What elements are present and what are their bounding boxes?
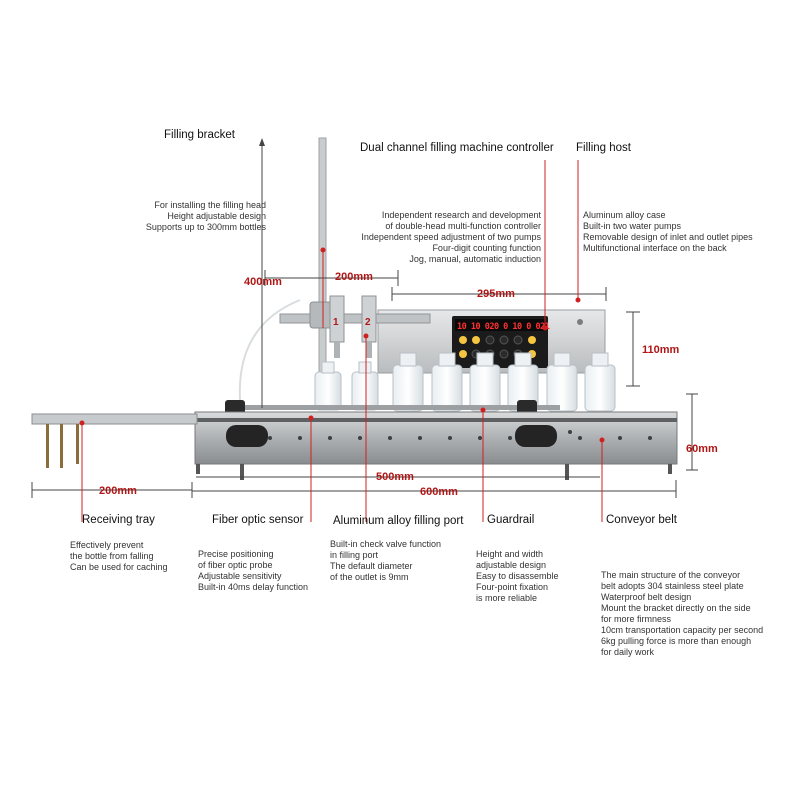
callout-line: Easy to disassemble (476, 571, 559, 581)
callout-line: of fiber optic probe (198, 560, 273, 570)
nozzle-label-1: 1 (333, 317, 339, 328)
display-readout-digits: 10 10 020 0 10 0 021 (457, 322, 550, 332)
callout-line: Waterproof belt design (601, 592, 692, 602)
filling-host-description: Aluminum alloy case Built-in two water p… (583, 210, 753, 254)
nozzle-label-2: 2 (365, 317, 371, 328)
dimension-overall-length: 600mm (420, 486, 458, 498)
filling-bracket-description: For installing the filling head Height a… (88, 200, 266, 233)
callout-line: of the outlet is 9mm (330, 572, 409, 582)
dimension-lines (31, 270, 698, 498)
conveyor-belt-description: The main structure of the conveyor belt … (601, 570, 763, 658)
conveyor-belt-title: Conveyor belt (606, 514, 677, 526)
callout-line: For installing the filling head (154, 200, 266, 210)
receiving-tray-description: Effectively prevent the bottle from fall… (70, 540, 168, 573)
controller-title: Dual channel filling machine controller (360, 142, 554, 154)
receiving-tray-title: Receiving tray (82, 514, 155, 526)
filling-nozzles: 1 2 (329, 295, 377, 358)
guardrail-title: Guardrail (487, 514, 535, 526)
callout-line: Effectively prevent (70, 540, 144, 550)
fiber-optic-sensor-description: Precise positioning of fiber optic probe… (198, 549, 308, 593)
dimension-tray-length: 200mm (99, 485, 137, 497)
callout-line: Mount the bracket directly on the side (601, 603, 751, 613)
callout-line: Height and width (476, 549, 544, 559)
dimension-bracket-height: 400mm (244, 276, 282, 288)
callout-line: 6kg pulling force is more than enough (601, 636, 752, 646)
callout-line: Aluminum alloy case (583, 210, 666, 220)
fiber-optic-sensor-title: Fiber optic sensor (212, 514, 304, 526)
callout-line: Built-in check valve function (330, 539, 442, 549)
callout-line: Height adjustable design (167, 211, 266, 221)
dimension-host-width: 295mm (477, 288, 515, 300)
callout-line: of double-head multi-function controller (385, 221, 541, 231)
callout-line: the bottle from falling (70, 551, 154, 561)
callout-line: for daily work (601, 647, 655, 657)
callout-line: Four-point fixation (476, 582, 549, 592)
callout-line: Independent research and development (381, 210, 541, 220)
callout-lines (79, 160, 605, 522)
keypad (459, 335, 536, 359)
callout-line: for more firmness (601, 614, 672, 624)
callout-line: The default diameter (330, 561, 413, 571)
callout-line: is more reliable (476, 593, 538, 603)
dimension-head-spacing: 200mm (335, 271, 373, 283)
filling-port-description: Built-in check valve function in filling… (330, 539, 441, 583)
callout-line: Can be used for caching (70, 562, 168, 572)
filling-bracket-title: Filling bracket (164, 129, 235, 141)
filling-port-title: Aluminum alloy filling port (333, 515, 464, 527)
callout-line: 10cm transportation capacity per second (601, 625, 764, 635)
callout-line: Four-digit counting function (432, 243, 541, 253)
callout-line: Adjustable sensitivity (198, 571, 282, 581)
conveyor-belt (194, 411, 678, 480)
callout-line: adjustable design (476, 560, 547, 570)
dimension-conveyor-length: 500mm (376, 471, 414, 483)
dimension-host-height: 110mm (642, 344, 680, 356)
callout-line: Precise positioning (198, 549, 274, 559)
guardrail-description: Height and width adjustable design Easy … (476, 549, 559, 604)
callout-line: Jog, manual, automatic induction (409, 254, 541, 264)
receiving-tray (31, 413, 198, 468)
callout-line: Built-in two water pumps (583, 221, 682, 231)
filling-host-title: Filling host (576, 142, 631, 154)
callout-line: Supports up to 300mm bottles (145, 222, 266, 232)
dimension-belt-height: 60mm (686, 443, 718, 455)
callout-line: Independent speed adjustment of two pump… (361, 232, 541, 242)
callout-line: Built-in 40ms delay function (198, 582, 309, 592)
bottles (314, 352, 616, 412)
callout-line: Removable design of inlet and outlet pip… (583, 232, 753, 242)
controller-description: Independent research and development of … (340, 210, 541, 265)
callout-line: The main structure of the conveyor (601, 570, 741, 580)
callout-line: belt adopts 304 stainless steel plate (601, 581, 744, 591)
callout-line: Multifunctional interface on the back (583, 243, 727, 253)
callout-line: in filling port (330, 550, 379, 560)
controller-display (455, 319, 545, 331)
